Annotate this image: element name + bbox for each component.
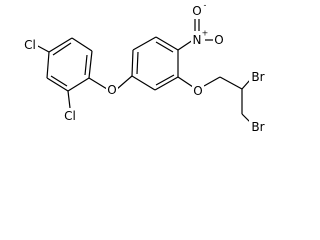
atom-o-ether: O [107, 83, 116, 97]
atom-o-alkoxy: O [193, 84, 202, 98]
bond-chbr-br [241, 79, 251, 90]
bond-ringA-2 [88, 50, 93, 79]
atom-br-mid: Br [251, 70, 264, 84]
bond-ringB-1-inner [136, 51, 139, 75]
bond-ether-left [88, 77, 108, 90]
atom-cl-ortho: Cl [64, 109, 76, 123]
bond-ringB-5-inner [155, 74, 175, 86]
atom-o-nitro-top: O [192, 4, 201, 18]
bond-cl-para [35, 44, 50, 53]
atom-o-nitro-right: O [214, 33, 223, 47]
atom-labels: Cl Cl O N + O - O O Br Br [23, 1, 266, 135]
atom-o-charge: - [204, 1, 207, 10]
bond-ringB-3-inner [155, 41, 174, 53]
structural-formula: Cl Cl O N + O - O O Br Br [23, 1, 266, 135]
bond-ringB-2 [132, 36, 157, 51]
atom-cl-para: Cl [24, 38, 36, 52]
bond-c-o-alkoxy [177, 76, 194, 88]
bond-c-n [177, 39, 194, 51]
bond-ringA-5 [46, 51, 50, 79]
atom-br-end: Br [251, 120, 264, 134]
bond-ch2-br [241, 113, 251, 123]
bond-ringA-6-inner [52, 42, 72, 56]
bond-ringB-6 [131, 75, 156, 91]
bond-cl-ortho [67, 90, 71, 109]
bond-ringA-1 [71, 37, 93, 52]
bond-ringA-3 [67, 77, 90, 92]
bond-o-ch2 [203, 76, 221, 87]
bond-ringA-4-inner [50, 75, 68, 87]
bond-ether-right [116, 75, 133, 90]
bond-ch2-chbr [219, 76, 243, 90]
bonds [35, 17, 251, 123]
bond-ringB-5 [154, 76, 179, 91]
bond-ringA-4 [46, 77, 69, 92]
atom-n-nitro: N [193, 33, 202, 47]
bond-ringA-2-inner [84, 54, 88, 76]
bond-ringB-1 [131, 49, 134, 77]
bond-ringB-3 [155, 36, 179, 51]
bond-ringA-6 [48, 37, 73, 53]
atom-n-charge: + [202, 29, 209, 38]
